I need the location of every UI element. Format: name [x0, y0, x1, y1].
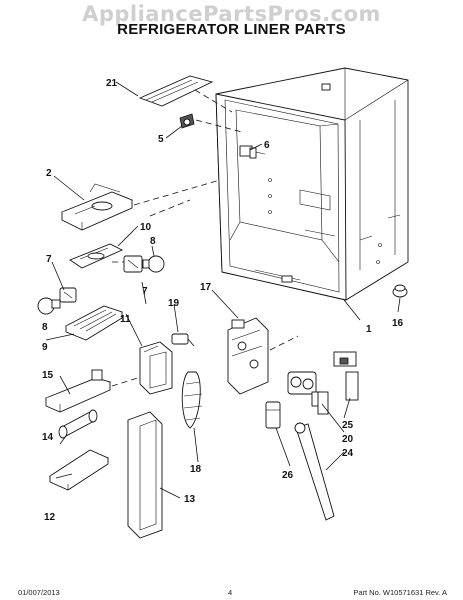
bracket-part-11[interactable]	[139, 341, 173, 395]
callout-7-right: 7	[142, 286, 148, 297]
callout-12: 12	[44, 512, 56, 523]
tubing-part-18[interactable]	[181, 371, 203, 429]
panel-part-13[interactable]	[127, 411, 163, 539]
callout-20: 20	[342, 434, 354, 445]
callout-2: 2	[46, 168, 52, 179]
leader-lines	[45, 81, 401, 499]
callout-25: 25	[342, 420, 354, 431]
footer-page-number: 4	[228, 588, 233, 597]
callout-15: 15	[42, 370, 54, 381]
sensor-part-19[interactable]	[171, 333, 195, 347]
leveling-leg-part-16[interactable]	[392, 284, 408, 298]
watermark: AppliancePartsPros.com	[82, 2, 381, 26]
callout-24: 24	[342, 448, 354, 459]
callout-8-left: 8	[42, 322, 48, 333]
water-valve-part-20[interactable]	[287, 371, 323, 407]
callout-8-right: 8	[150, 236, 156, 247]
callout-16: 16	[392, 318, 404, 329]
light-cover-part-9[interactable]	[64, 305, 124, 341]
bracket-part-25[interactable]	[317, 351, 359, 415]
damper-part-14[interactable]	[58, 409, 98, 439]
rail-part-15[interactable]	[44, 369, 112, 413]
liner-part-1[interactable]	[215, 67, 409, 301]
clip-part-5[interactable]	[179, 113, 195, 129]
callout-9: 9	[42, 342, 48, 353]
callout-labels: 21 5 6 2 10 7 8 7 8 9 11 19 17 15 14 12 …	[42, 78, 404, 523]
callout-26: 26	[282, 470, 294, 481]
socket-part-7-right[interactable]	[123, 255, 143, 273]
callout-21: 21	[106, 78, 118, 89]
footer-part-number: Part No. W10571631 Rev. A	[353, 588, 447, 597]
clip-part-26[interactable]	[265, 401, 281, 429]
page-title: REFRIGERATOR LINER PARTS	[117, 21, 346, 38]
callout-13: 13	[184, 494, 196, 505]
tray-part-12[interactable]	[49, 449, 109, 491]
callout-7-left: 7	[46, 254, 52, 265]
cover-part-21[interactable]	[138, 75, 214, 107]
valve-assembly-part-17[interactable]	[227, 317, 269, 395]
callout-10: 10	[140, 222, 152, 233]
callout-5: 5	[158, 134, 164, 145]
bracket-part-6[interactable]	[239, 145, 257, 159]
light-housing-part-2[interactable]	[60, 183, 134, 231]
callout-14: 14	[42, 432, 54, 443]
socket-part-7-left[interactable]	[59, 287, 77, 303]
callout-17: 17	[200, 282, 212, 293]
lens-part-10[interactable]	[69, 243, 124, 269]
callout-1: 1	[366, 324, 372, 335]
bulb-part-8-right[interactable]	[142, 255, 165, 273]
callout-11: 11	[120, 314, 131, 325]
footer-date: 01/007/2013	[18, 588, 60, 597]
callout-6: 6	[264, 140, 270, 151]
callout-18: 18	[190, 464, 202, 475]
bulb-part-8-left[interactable]	[37, 297, 61, 315]
tube-part-24[interactable]	[294, 422, 335, 521]
callout-19: 19	[168, 298, 180, 309]
